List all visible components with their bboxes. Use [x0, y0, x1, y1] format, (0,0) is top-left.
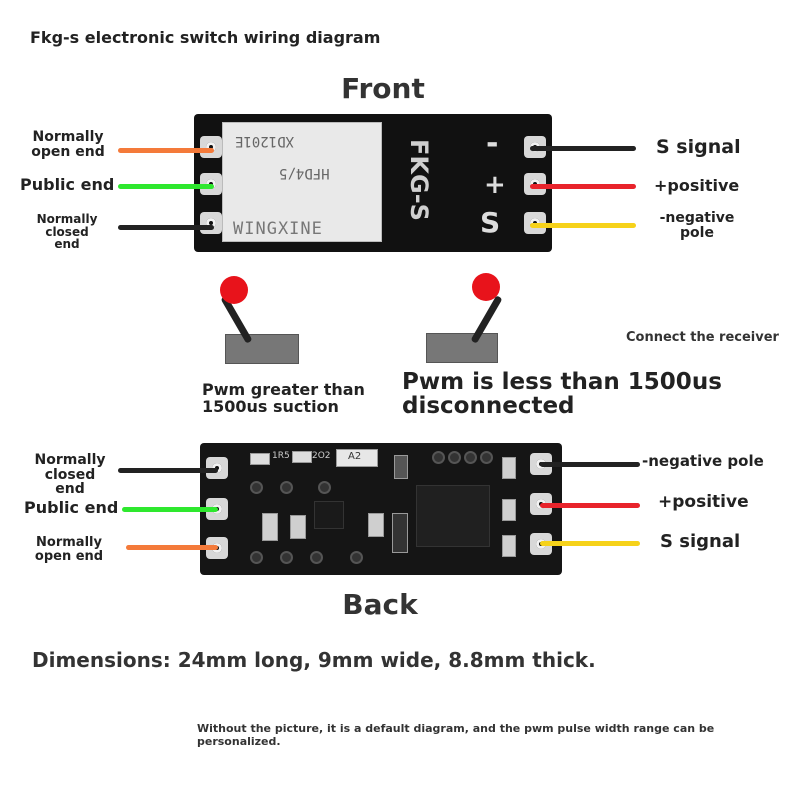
- back-wire-normally-closed: [118, 468, 218, 473]
- front-wire-normally-open: [118, 148, 214, 153]
- receiver-label: Connect the receiver: [626, 330, 779, 345]
- dimensions-text: Dimensions: 24mm long, 9mm wide, 8.8mm t…: [32, 648, 596, 672]
- back-label-normally-closed: Normally closed end: [34, 452, 106, 498]
- back-pad-8: [250, 551, 263, 564]
- back-wire-positive: [540, 503, 640, 508]
- back-smd-1: [250, 453, 270, 465]
- back-smd-2: [292, 451, 312, 463]
- back-pad-11: [350, 551, 363, 564]
- lever-knob-open: [472, 273, 500, 301]
- back-smd-6: [290, 515, 306, 539]
- back-wire-public: [122, 507, 218, 512]
- board-plus-mark: +: [484, 170, 506, 200]
- back-pad-9: [280, 551, 293, 564]
- back-wire-s-signal: [540, 541, 640, 546]
- back-diode: [336, 449, 378, 467]
- front-pin-normally-open: [200, 136, 222, 158]
- back-pad-1: [432, 451, 445, 464]
- pwm-greater-label: Pwm greater than 1500us suction: [202, 380, 365, 416]
- front-label-negative: -negative pole: [659, 210, 735, 241]
- back-label-positive: +positive: [658, 492, 749, 512]
- back-board: 1R5 2O2 A2: [200, 443, 562, 575]
- front-label-normally-closed: Normally closed end: [36, 212, 98, 252]
- pwm-less-label: Pwm is less than 1500us disconnected: [402, 369, 722, 420]
- back-label-s-signal: S signal: [660, 531, 741, 552]
- back-pad-3: [464, 451, 477, 464]
- back-text-2o2: 2O2: [312, 451, 331, 461]
- relay-text-3: WINGXINE: [233, 219, 323, 239]
- front-label-public: Public end: [20, 175, 115, 194]
- back-ic: [416, 485, 490, 547]
- back-heading: Back: [342, 588, 418, 621]
- footnote-text: Without the picture, it is a default dia…: [197, 722, 715, 748]
- back-pad-7: [318, 481, 331, 494]
- back-pad-2: [448, 451, 461, 464]
- front-wire-positive: [530, 184, 636, 189]
- board-s-mark: S: [480, 206, 501, 239]
- back-pad-6: [280, 481, 293, 494]
- lever-base-closed: [225, 334, 299, 364]
- back-wire-normally-open: [126, 545, 218, 550]
- back-text-a2: A2: [348, 451, 362, 462]
- back-pad-5: [250, 481, 263, 494]
- front-pin-normally-closed: [200, 212, 222, 234]
- back-label-negative: -negative pole: [642, 452, 764, 470]
- board-minus-mark: -: [486, 126, 499, 161]
- back-wire-negative: [540, 462, 640, 467]
- front-label-positive: +positive: [654, 176, 740, 195]
- front-wire-negative: [530, 223, 636, 228]
- back-smd-9: [502, 499, 516, 521]
- back-smd-4: [392, 513, 408, 553]
- front-label-normally-open: Normally open end: [31, 129, 105, 160]
- back-text-1r5: 1R5: [272, 451, 290, 461]
- relay: XD1201E HFD4/5 WINGXINE: [222, 122, 382, 242]
- diagram-title: Fkg-s electronic switch wiring diagram: [30, 28, 381, 47]
- front-wire-s-signal: [530, 146, 636, 151]
- lever-knob-closed: [220, 276, 248, 304]
- front-label-s-signal: S signal: [656, 136, 741, 158]
- relay-text-1: XD1201E: [235, 133, 295, 149]
- back-pad-4: [480, 451, 493, 464]
- front-wire-public: [118, 184, 214, 189]
- back-smd-10: [502, 535, 516, 557]
- front-wire-normally-closed: [118, 225, 214, 230]
- front-board: XD1201E HFD4/5 WINGXINE FKG-S S + -: [194, 114, 552, 252]
- back-smd-8: [502, 457, 516, 479]
- back-smd-3: [394, 455, 408, 479]
- front-heading: Front: [341, 72, 425, 105]
- back-label-public: Public end: [24, 498, 119, 517]
- back-label-normally-open: Normally open end: [34, 535, 104, 564]
- lever-base-open: [426, 333, 498, 363]
- back-smd-5: [262, 513, 278, 541]
- back-smd-7: [368, 513, 384, 537]
- back-transistor: [314, 501, 344, 529]
- relay-text-2: HFD4/5: [279, 165, 330, 181]
- back-pad-10: [310, 551, 323, 564]
- board-model-text: FKG-S: [404, 139, 433, 221]
